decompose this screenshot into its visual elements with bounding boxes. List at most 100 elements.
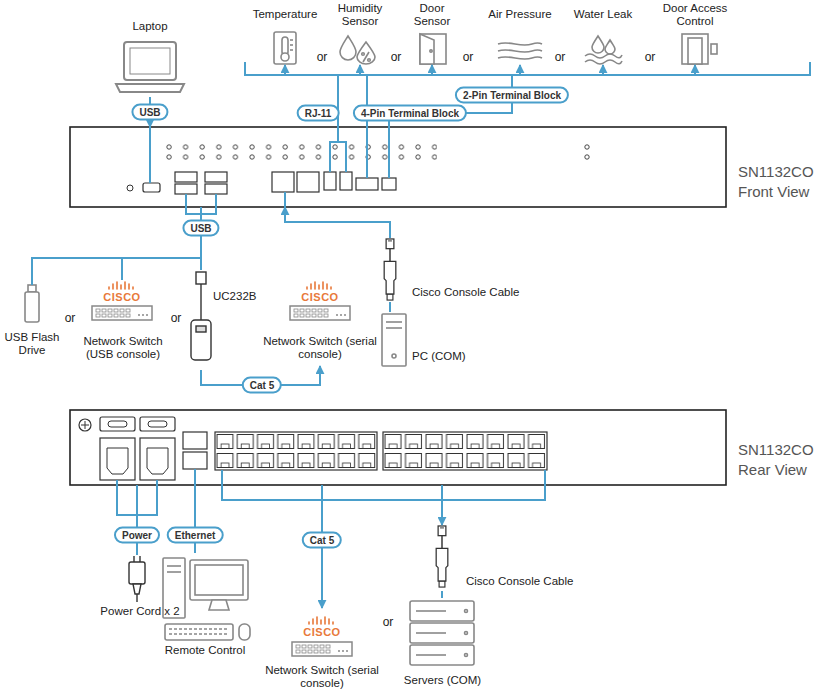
connector-line (367, 65, 432, 127)
front-panel (356, 178, 378, 190)
laptop-icon (130, 48, 170, 74)
humidity-icon (368, 59, 371, 62)
port-label: 2-Pin Terminal Block (455, 87, 569, 104)
front-panel (143, 183, 160, 192)
water-leak-icon (605, 40, 615, 54)
connector-line (149, 97, 151, 127)
remote-pc-icon (167, 565, 181, 567)
port-label: RJ-11 (297, 105, 340, 122)
water-leak-sensor: Water Leak (570, 8, 636, 65)
console-cable-icon (384, 239, 396, 300)
connector-line (389, 302, 391, 312)
node-label: Network Switch (serial console) (262, 664, 382, 690)
front-panel (175, 184, 197, 194)
rear-panel (100, 438, 135, 480)
door-icon (420, 34, 446, 64)
front-panel (175, 172, 197, 182)
front-panel (324, 172, 336, 190)
connector-line (441, 485, 443, 525)
connector-line (321, 485, 323, 608)
rear-panel (107, 448, 128, 474)
port-label: 4-Pin Terminal Block (353, 105, 467, 122)
front-panel (585, 145, 589, 149)
node-label: Humidity Sensor (325, 2, 395, 28)
power-plug-icon (129, 556, 145, 602)
node-label: USB Flash Drive (3, 331, 61, 357)
laptop-icon (124, 42, 176, 80)
brand-logo: CISCO (303, 626, 340, 638)
port-leader (284, 192, 286, 207)
water-leak-icon (585, 36, 622, 64)
air-pressure-icon (498, 50, 542, 52)
temperature-icon (274, 32, 296, 64)
node-label: UC232B (213, 290, 273, 303)
port-leader (194, 469, 196, 485)
front-panel (165, 142, 437, 162)
humidity-icon (363, 52, 369, 62)
node-label: Water Leak (570, 8, 636, 21)
power-plug-icon (139, 556, 140, 562)
server-icon (410, 623, 474, 643)
connector-line (285, 207, 390, 238)
server-icon (465, 654, 468, 657)
door-icon (420, 34, 446, 64)
door-access-icon (688, 38, 702, 64)
port-leader (388, 127, 390, 178)
node-label: PC (COM) (412, 350, 490, 363)
rear-panel (183, 432, 207, 449)
pc-tower-icon (382, 314, 406, 366)
water-leak-icon (585, 60, 622, 64)
connector-label: USB (131, 104, 168, 121)
connector-line (201, 366, 320, 385)
pc-tower-icon (382, 314, 406, 366)
brand-logo: CISCO (301, 291, 338, 303)
air-pressure-icon (498, 57, 542, 59)
temperature-sensor: Temperature (245, 8, 325, 65)
or-text: or (463, 50, 474, 64)
server-icon (465, 610, 468, 613)
rear-panel (70, 410, 726, 485)
port-leader (149, 127, 151, 183)
sensor-bus (245, 62, 810, 75)
console-cable: Cisco Console Cable (380, 238, 540, 302)
switch-icon (292, 642, 352, 656)
servers: Servers (COM) (395, 598, 490, 694)
or-text: or (391, 50, 402, 64)
power-plug-icon (136, 594, 137, 602)
server-icon (416, 610, 446, 612)
rear-panel: SN1132CO Rear View (70, 410, 825, 485)
or-text: or (645, 50, 656, 64)
sensor-bus (245, 62, 810, 75)
remote-pc-icon (169, 629, 229, 634)
brand-logo: CISCO (103, 291, 140, 303)
uc232b-icon (191, 320, 211, 360)
node-label: Servers (COM) (395, 674, 490, 687)
door-access-icon (682, 34, 708, 64)
server-icon (410, 645, 474, 665)
connector-line (122, 207, 201, 280)
humidity-sensor: Humidity Sensor (325, 2, 395, 65)
front-panel (382, 178, 396, 190)
air-pressure-icon (498, 43, 542, 59)
port-leader (366, 127, 368, 178)
pc-tower-icon (392, 354, 396, 358)
power-plug-icon (129, 562, 145, 584)
door-access-control: Door Access Control (655, 2, 735, 65)
connector-line (194, 485, 196, 553)
temperature-icon (290, 44, 293, 46)
usb-flash-drive: USB Flash Drive (3, 285, 61, 359)
uc232b-icon (191, 272, 211, 360)
console-cable: Cisco Console Cable (432, 525, 592, 591)
air-pressure-sensor: Air Pressure (482, 8, 558, 65)
port-label: USB (182, 220, 219, 237)
or-text: or (317, 50, 328, 64)
node-label: SN1132CO Front View (738, 162, 823, 201)
uc232b-icon (200, 284, 201, 320)
rear-panel (140, 417, 175, 431)
server-icon (416, 632, 446, 634)
node-label: Power Cord x 2 (85, 605, 195, 618)
connector-label: Ethernet (167, 527, 224, 544)
remote-pc-icon (195, 565, 243, 595)
